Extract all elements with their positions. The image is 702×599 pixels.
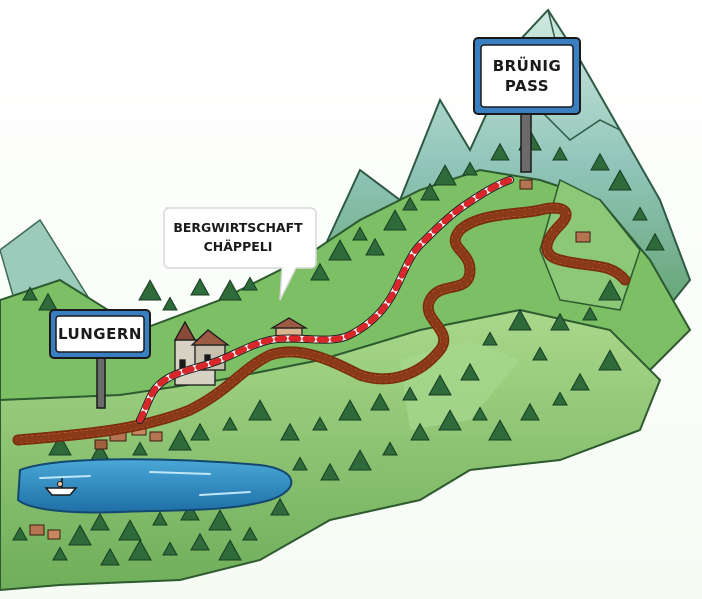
brunig-sign-label: BRÜNIG PASS (492, 57, 562, 95)
tree (550, 312, 570, 331)
tree (222, 416, 238, 431)
tree (248, 399, 272, 421)
tree (312, 416, 328, 431)
tree (152, 511, 168, 526)
tree (270, 497, 290, 516)
tree (218, 279, 242, 301)
tree (242, 526, 258, 541)
tree (348, 449, 372, 471)
tree (280, 422, 300, 441)
tree (208, 509, 232, 531)
tree (218, 539, 242, 561)
tree (420, 182, 440, 201)
tree (12, 526, 28, 541)
tree (488, 419, 512, 441)
tree (292, 456, 308, 471)
tree (598, 279, 622, 301)
tree (138, 279, 162, 301)
tree (190, 422, 210, 441)
tree (338, 399, 362, 421)
tree (190, 532, 210, 551)
tree (632, 206, 648, 221)
tree (370, 392, 390, 411)
callout-label: BERGWIRTSCHAFT CHÄPPELI (173, 220, 303, 254)
tree (242, 276, 258, 291)
tree (433, 164, 457, 186)
tree (162, 296, 178, 311)
tree (382, 441, 398, 456)
tree (132, 441, 148, 456)
tree (410, 422, 430, 441)
hiking-trail (136, 176, 514, 424)
callout-bubble (163, 207, 317, 301)
tree (460, 362, 480, 381)
tree (590, 152, 610, 171)
tree (90, 512, 110, 531)
tree (582, 306, 598, 321)
tree (438, 409, 462, 431)
lungern-sign (49, 309, 151, 409)
tree (162, 541, 178, 556)
tree (168, 429, 192, 451)
tree (22, 286, 38, 301)
tree (645, 232, 665, 251)
tree (532, 346, 548, 361)
tree (180, 502, 200, 521)
tree (328, 239, 352, 261)
tree (402, 196, 418, 211)
tree (508, 309, 532, 331)
tree (402, 386, 418, 401)
tree (38, 292, 58, 311)
tree (352, 226, 368, 241)
tree (383, 209, 407, 231)
lake-lungern (16, 458, 293, 514)
tree (490, 142, 510, 161)
tree (190, 277, 210, 296)
tree (52, 546, 68, 561)
tree (482, 331, 498, 346)
tree (68, 524, 92, 546)
forest (12, 129, 665, 566)
tree (462, 161, 478, 176)
tree (598, 349, 622, 371)
tree (520, 402, 540, 421)
tree (310, 262, 330, 281)
tree (128, 539, 152, 561)
brunig-sign (473, 37, 581, 173)
tree (472, 406, 488, 421)
tree (552, 391, 568, 406)
boat (44, 478, 78, 496)
tree (100, 547, 120, 566)
castle (173, 320, 230, 386)
tree (552, 146, 568, 161)
tree (320, 462, 340, 481)
lungern-sign-label: LUNGERN (58, 325, 142, 343)
tree (608, 169, 632, 191)
tree (118, 519, 142, 541)
road-brunig (12, 202, 631, 446)
tree (570, 372, 590, 391)
tree (428, 374, 452, 396)
tree (48, 434, 72, 456)
tree (365, 237, 385, 256)
